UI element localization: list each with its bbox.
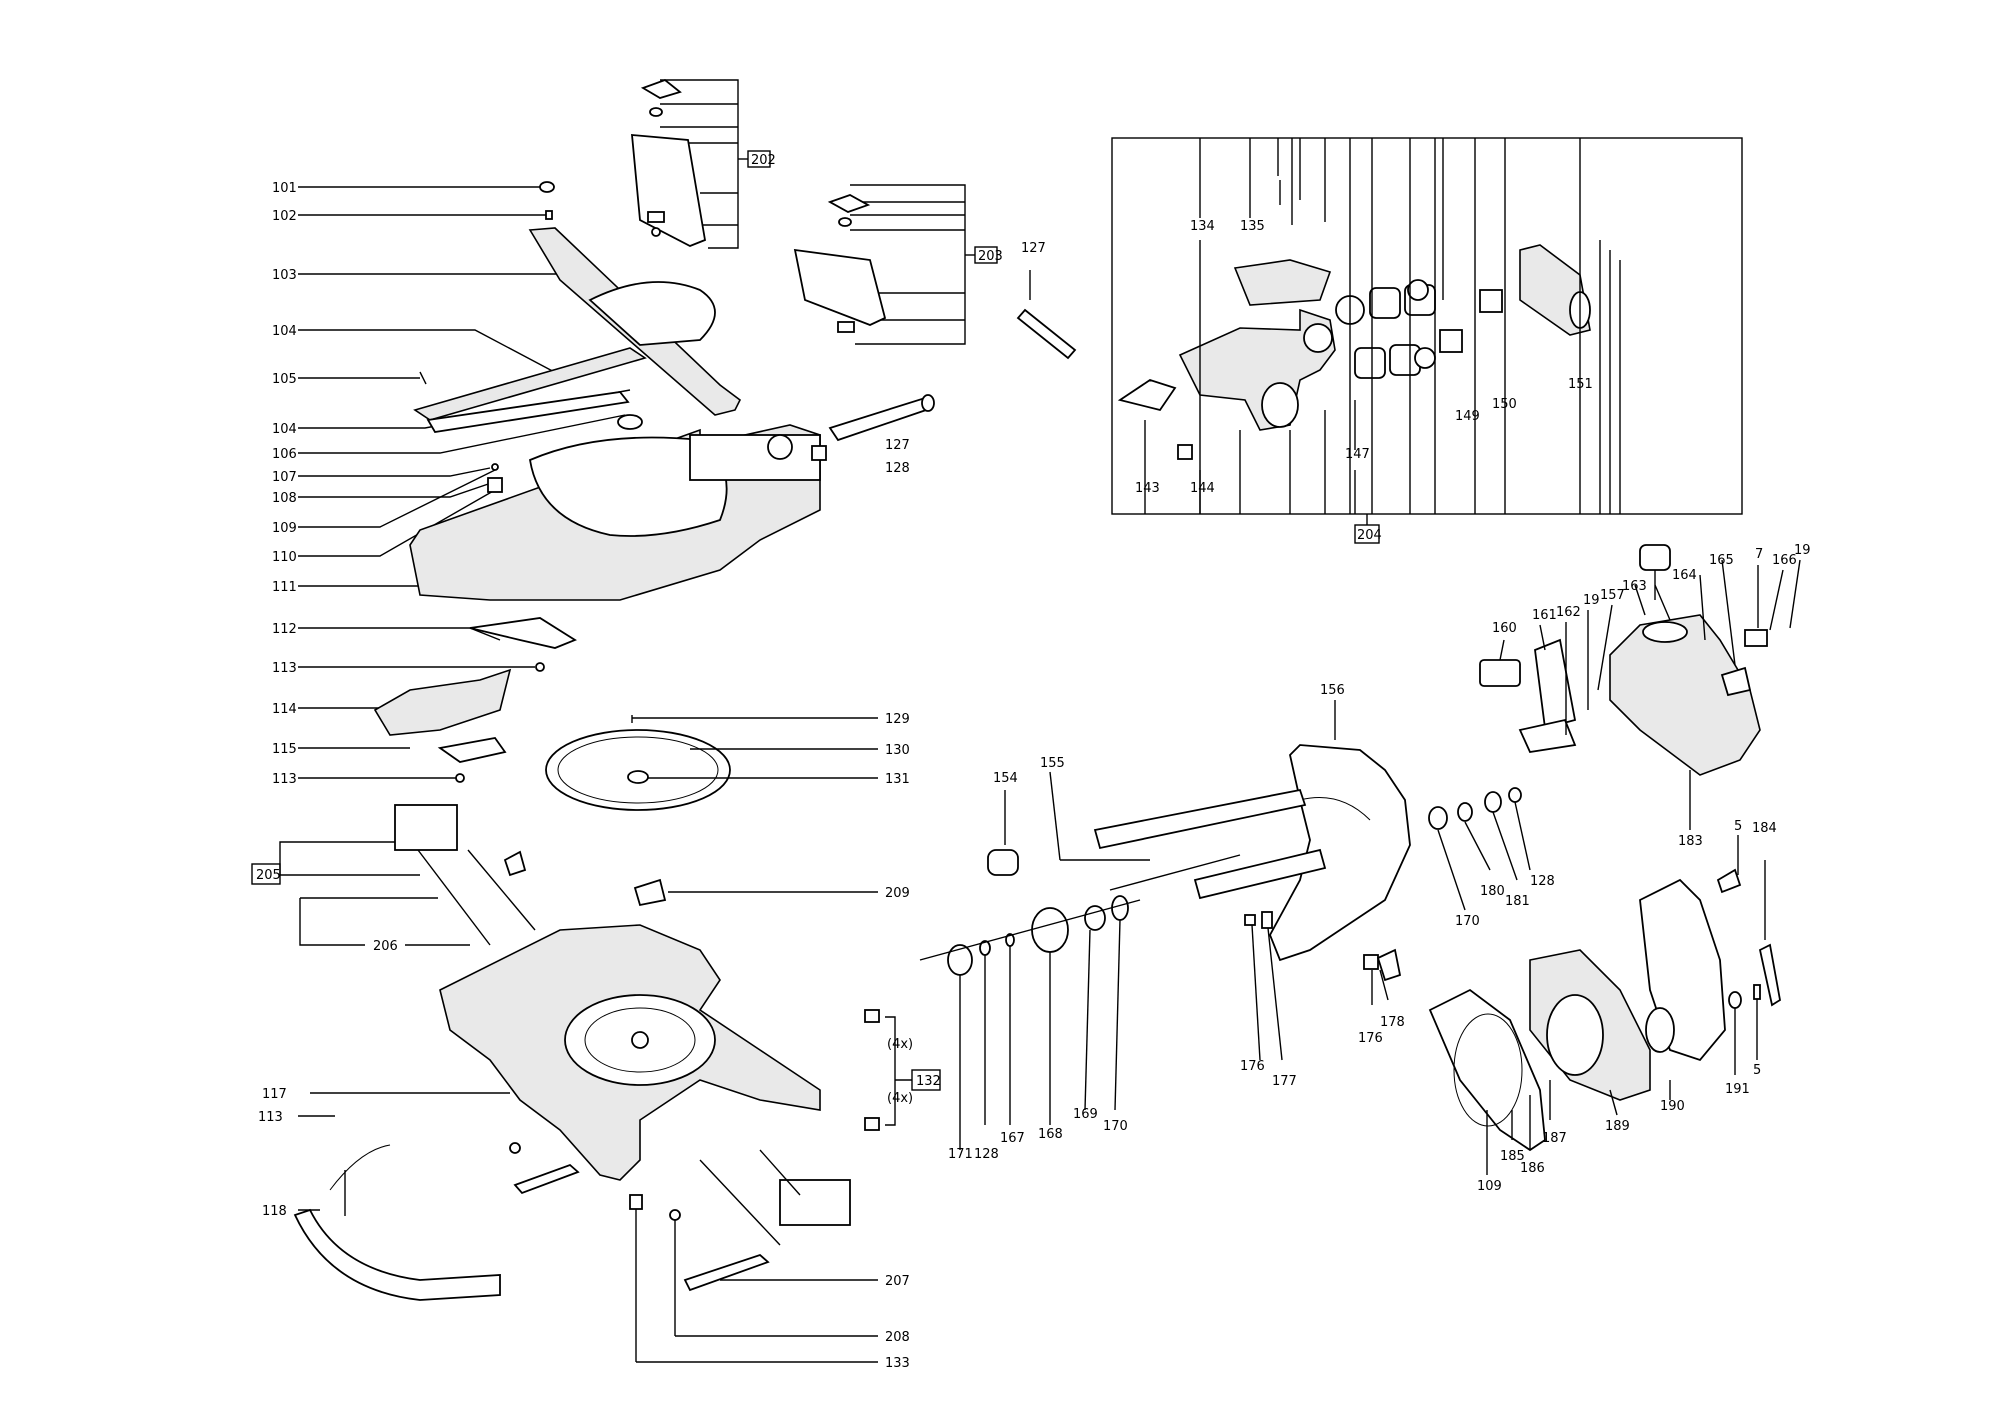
callout-label: 112: [272, 622, 297, 637]
callout-label: 134: [1190, 219, 1215, 234]
callout-label: 206: [373, 939, 398, 954]
callout-label: 19: [1794, 543, 1811, 558]
callout-label: 157: [1600, 588, 1625, 603]
callout-label: 160: [1492, 621, 1517, 636]
callout-label: 162: [1556, 605, 1581, 620]
callout-label: 170: [1103, 1119, 1128, 1134]
callout-labels: 101 102 103 104 105 104 106 107 108 109 …: [258, 181, 1811, 1371]
callout-label: 191: [1725, 1082, 1750, 1097]
callout-label: 166: [1772, 553, 1797, 568]
callout-label: 164: [1672, 568, 1697, 583]
callout-label: 110: [272, 550, 297, 565]
callout-label: 103: [272, 268, 297, 283]
callout-label: 129: [885, 712, 910, 727]
callout-label: 113: [258, 1110, 283, 1125]
callout-label: 155: [1040, 756, 1065, 771]
callout-label: 5: [1734, 819, 1742, 834]
callout-label: 118: [262, 1204, 287, 1219]
callout-label: 130: [885, 743, 910, 758]
callout-label: 102: [272, 209, 297, 224]
callout-label: 209: [885, 886, 910, 901]
callout-label: 185: [1500, 1149, 1525, 1164]
rod-127: [1016, 270, 1077, 360]
bracket-203: 203: [793, 184, 1003, 345]
callout-label: 161: [1532, 608, 1557, 623]
callout-label: 150: [1492, 397, 1517, 412]
callout-label: 189: [1605, 1119, 1630, 1134]
callout-label: 115: [272, 742, 297, 757]
callout-label: 117: [262, 1087, 287, 1102]
callout-label: 149: [1455, 409, 1480, 424]
boxed-label: 132: [916, 1074, 941, 1089]
callout-label: 111: [272, 580, 297, 595]
motor-head-box: 204: [1111, 137, 1743, 544]
callout-label: 107: [272, 470, 297, 485]
callout-label: 128: [1530, 874, 1555, 889]
callout-label: 106: [272, 447, 297, 462]
callout-label: 176: [1358, 1031, 1383, 1046]
callout-label: 186: [1520, 1161, 1545, 1176]
callout-label: 127: [1021, 241, 1046, 256]
callout-label: 104: [272, 324, 297, 339]
callout-label: 176: [1240, 1059, 1265, 1074]
callout-label: 109: [272, 521, 297, 536]
callout-label: 168: [1038, 1127, 1063, 1142]
callout-label: 169: [1073, 1107, 1098, 1122]
boxed-label: 205: [256, 868, 281, 883]
callout-label: 109: [1477, 1179, 1502, 1194]
callout-label: 104: [272, 422, 297, 437]
callout-label: 163: [1622, 579, 1647, 594]
callout-label: 177: [1272, 1074, 1297, 1089]
boxed-label: 202: [751, 153, 776, 168]
callout-label: 170: [1455, 914, 1480, 929]
fence-assembly: [373, 181, 935, 783]
boxed-label: 204: [1357, 528, 1382, 543]
callout-label: 127: [885, 438, 910, 453]
callout-label: 19: [1583, 593, 1600, 608]
callout-label: 187: [1542, 1131, 1567, 1146]
saw-blade: [545, 715, 878, 811]
callout-label: 108: [272, 491, 297, 506]
callout-label: 128: [974, 1147, 999, 1162]
callout-label: 113: [272, 661, 297, 676]
callout-label: 135: [1240, 219, 1265, 234]
boxed-label: 203: [978, 249, 1003, 264]
callout-label: 190: [1660, 1099, 1685, 1114]
callout-label: 147: [1345, 447, 1370, 462]
callout-label: 207: [885, 1274, 910, 1289]
callout-label: 143: [1135, 481, 1160, 496]
callout-label: 133: [885, 1356, 910, 1371]
callout-label: 7: [1755, 547, 1763, 562]
callout-label: 5: [1753, 1063, 1761, 1078]
callout-label: 113: [272, 772, 297, 787]
arm-assembly: [919, 544, 1801, 1175]
callout-label: 128: [885, 461, 910, 476]
callout-label: 156: [1320, 683, 1345, 698]
callout-label: 180: [1480, 884, 1505, 899]
bracket-202: 202: [631, 78, 776, 249]
base-assembly: 205 132: [251, 804, 941, 1363]
callout-label: 181: [1505, 894, 1530, 909]
callout-label: 165: [1709, 553, 1734, 568]
callout-label: 144: [1190, 481, 1215, 496]
callout-label: 208: [885, 1330, 910, 1345]
callout-label: 151: [1568, 377, 1593, 392]
callout-label: 101: [272, 181, 297, 196]
callout-label: 184: [1752, 821, 1777, 836]
callout-label: 131: [885, 772, 910, 787]
callout-label: 178: [1380, 1015, 1405, 1030]
callout-label: 114: [272, 702, 297, 717]
callout-label: 183: [1678, 834, 1703, 849]
callout-label: (4x): [887, 1037, 913, 1052]
callout-label: 105: [272, 372, 297, 387]
callout-label: 154: [993, 771, 1018, 786]
callout-label: 167: [1000, 1131, 1025, 1146]
callout-label: 171: [948, 1147, 973, 1162]
callout-label: (4x): [887, 1091, 913, 1106]
